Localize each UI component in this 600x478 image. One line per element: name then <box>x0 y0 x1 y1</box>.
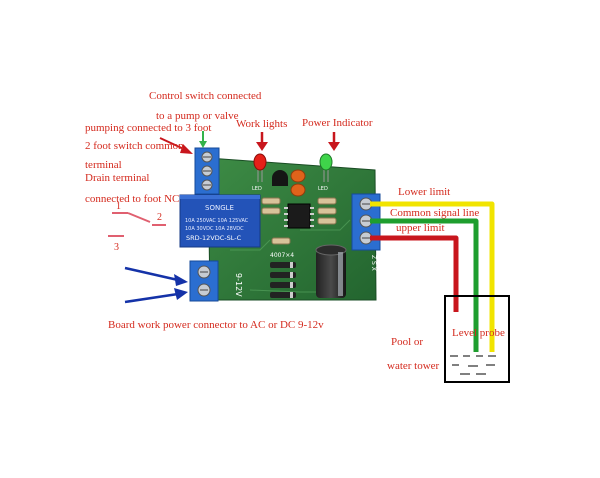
label-power-indicator: Power Indicator <box>302 117 373 129</box>
led-label-2: LED <box>318 186 328 192</box>
transistor <box>272 170 288 186</box>
relay <box>179 194 261 248</box>
ceramic-capacitors <box>290 169 306 197</box>
relay-spec-1: 10A 250VAC 10A 125VAC <box>185 218 249 224</box>
label-common-foot: 2 foot switch common <box>85 140 184 152</box>
label-pumping: pumping connected to 3 foot <box>85 122 212 134</box>
relay-spec-2: 10A 30VDC 10A 28VDC <box>185 226 244 232</box>
label-upper-limit: upper limit <box>396 222 445 234</box>
switch-symbol <box>108 212 166 237</box>
work-light-led <box>253 153 267 171</box>
probe-marks: Z S X <box>370 255 377 271</box>
power-led <box>319 153 333 171</box>
label-terminal: terminal <box>85 159 122 171</box>
relay-model: SRD-12VDC-SL-C <box>186 234 242 242</box>
label-common-signal: Common signal line <box>390 207 480 219</box>
label-connected-foot: connected to foot NC <box>85 193 180 205</box>
switch-pin-1: 1 <box>116 201 121 212</box>
ic-chip <box>287 203 311 229</box>
diodes <box>270 262 296 298</box>
label-board-power: Board work power connector to AC or DC 9… <box>108 319 324 331</box>
terminal-screws-output <box>201 151 213 191</box>
switch-pin-2: 2 <box>157 212 162 223</box>
label-lower-limit: Lower limit <box>398 186 451 198</box>
label-control-switch-2: to a pump or valve <box>156 110 239 122</box>
wire-upper-limit <box>370 235 459 312</box>
pumping-arrow <box>159 137 193 154</box>
label-control-switch-1: Control switch connected <box>149 90 262 102</box>
wire-lower-limit <box>370 201 495 352</box>
wire-common-signal <box>370 218 479 352</box>
switch-pin-3: 3 <box>114 242 119 253</box>
control-arrow <box>199 131 207 148</box>
label-pool: Pool or <box>391 336 424 348</box>
relay-brand: SONGLE <box>205 204 234 212</box>
label-work-lights: Work lights <box>236 118 288 130</box>
power-arrows <box>124 266 188 304</box>
relay-top-shade <box>180 195 260 199</box>
label-level-probe: Level probe <box>452 327 505 339</box>
terminal-screws-power <box>197 265 211 297</box>
led-label-1: LED <box>252 186 262 192</box>
label-water-tower: water tower <box>387 360 440 372</box>
diode-label: 4007×4 <box>270 252 294 259</box>
label-drain: Drain terminal <box>85 172 150 184</box>
voltage-label: 9-12V <box>234 273 243 297</box>
pool-tank <box>444 295 510 383</box>
ic-pins <box>284 207 314 227</box>
work-light-arrow <box>256 132 268 151</box>
power-indicator-arrow <box>328 132 340 151</box>
terminal-screws-probe <box>359 197 373 245</box>
resistors <box>261 197 337 245</box>
water-surface <box>450 355 496 375</box>
